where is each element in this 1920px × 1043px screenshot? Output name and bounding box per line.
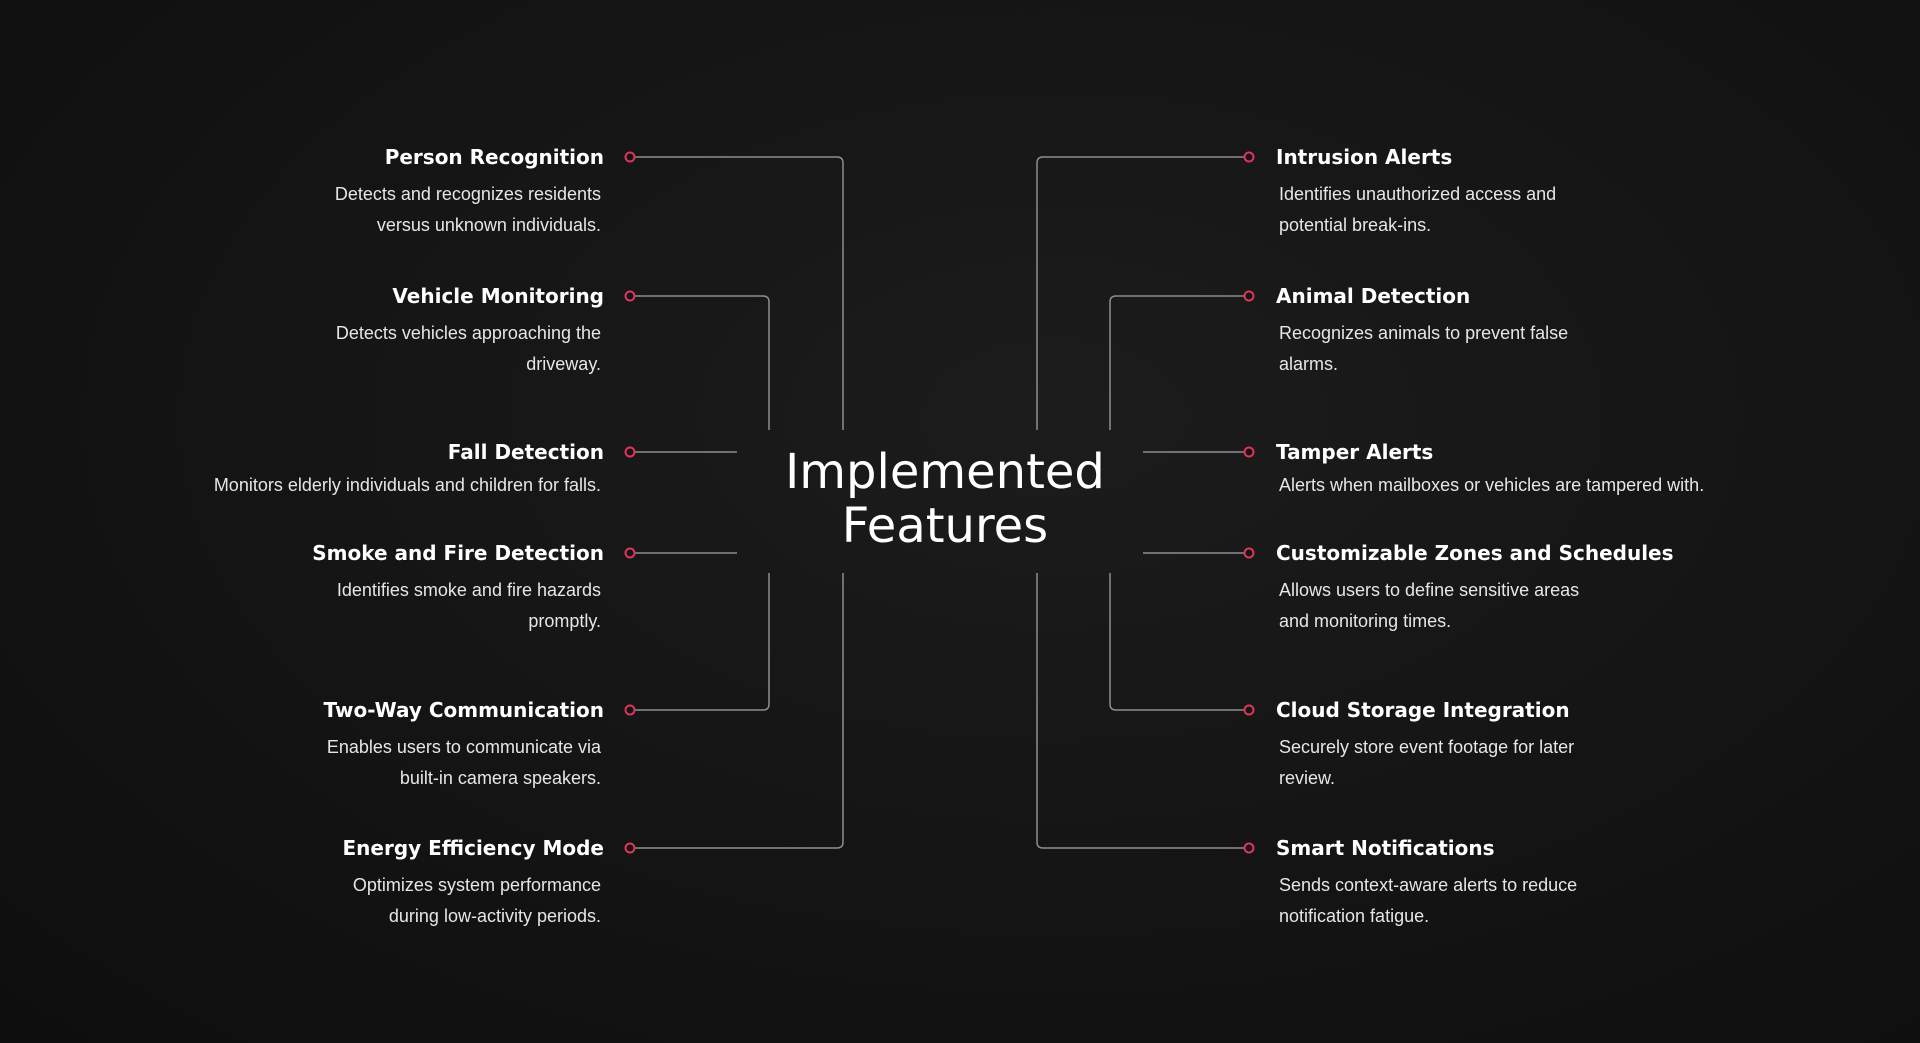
node-dot-vehicle-monitoring [624,290,636,302]
center-title-line-1: Implemented [785,444,1105,500]
feature-title: Tamper Alerts [1276,440,1434,464]
feature-title: Vehicle Monitoring [392,284,604,308]
feature-title: Intrusion Alerts [1276,145,1453,169]
node-dot-cloud-storage [1243,704,1255,716]
feature-description: Detects vehicles approaching the drivewa… [335,323,601,374]
connector-cloud-storage [1109,573,1249,711]
feature-description: Alerts when mailboxes or vehicles are ta… [1279,475,1705,495]
feature-description: Allows users to define sensitive areas a… [1279,580,1580,631]
connector-two-way-communication [630,573,770,711]
feature-title: Fall Detection [447,440,604,464]
connector-smart-notifications [1036,573,1249,849]
node-dot-person-recognition [624,151,636,163]
feature-description: Monitors elderly individuals and childre… [213,475,601,495]
node-dot-custom-zones [1243,547,1255,559]
feature-cloud-storage-integration: Cloud Storage Integration Securely store… [1276,696,1796,794]
center-title: Implemented Features [740,445,1150,553]
feature-title: Animal Detection [1276,284,1471,308]
connector-person-recognition [630,156,844,430]
node-dot-animal-detection [1243,290,1255,302]
feature-fall-detection: Fall Detection Monitors elderly individu… [84,438,604,501]
connector-energy-efficiency [630,573,844,849]
node-dot-tamper-alerts [1243,446,1255,458]
feature-description: Sends context-aware alerts to reduce not… [1279,875,1578,926]
feature-energy-efficiency-mode: Energy Efficiency Mode Optimizes system … [84,834,604,932]
feature-customizable-zones: Customizable Zones and Schedules Allows … [1276,539,1796,637]
feature-animal-detection: Animal Detection Recognizes animals to p… [1276,282,1796,380]
connector-animal-detection [1109,295,1249,430]
node-dot-intrusion-alerts [1243,151,1255,163]
feature-description: Identifies unauthorized access and poten… [1279,184,1557,235]
feature-title: Cloud Storage Integration [1276,698,1570,722]
feature-two-way-communication: Two-Way Communication Enables users to c… [84,696,604,794]
feature-vehicle-monitoring: Vehicle Monitoring Detects vehicles appr… [84,282,604,380]
feature-title: Two-Way Communication [323,698,604,722]
feature-description: Detects and recognizes residents versus … [334,184,601,235]
connector-vehicle-monitoring [630,295,770,430]
feature-person-recognition: Person Recognition Detects and recognize… [84,143,604,241]
connector-intrusion-alerts [1036,156,1249,430]
node-dot-fall-detection [624,446,636,458]
feature-title: Customizable Zones and Schedules [1276,541,1674,565]
node-dot-smoke-fire [624,547,636,559]
node-dot-smart-notifications [1243,842,1255,854]
feature-description: Securely store event footage for later r… [1279,737,1575,788]
feature-title: Energy Efficiency Mode [342,836,604,860]
node-dot-two-way-communication [624,704,636,716]
feature-smoke-fire-detection: Smoke and Fire Detection Identifies smok… [84,539,604,637]
feature-intrusion-alerts: Intrusion Alerts Identifies unauthorized… [1276,143,1796,241]
feature-smart-notifications: Smart Notifications Sends context-aware … [1276,834,1796,932]
feature-tamper-alerts: Tamper Alerts Alerts when mailboxes or v… [1276,438,1796,501]
center-title-line-2: Features [841,498,1049,554]
feature-description: Optimizes system performance during low-… [352,875,601,926]
node-dot-energy-efficiency [624,842,636,854]
feature-description: Enables users to communicate via built-i… [326,737,601,788]
feature-title: Smart Notifications [1276,836,1495,860]
feature-title: Person Recognition [384,145,604,169]
feature-description: Identifies smoke and fire hazards prompt… [336,580,601,631]
feature-description: Recognizes animals to prevent false alar… [1279,323,1569,374]
feature-title: Smoke and Fire Detection [312,541,604,565]
